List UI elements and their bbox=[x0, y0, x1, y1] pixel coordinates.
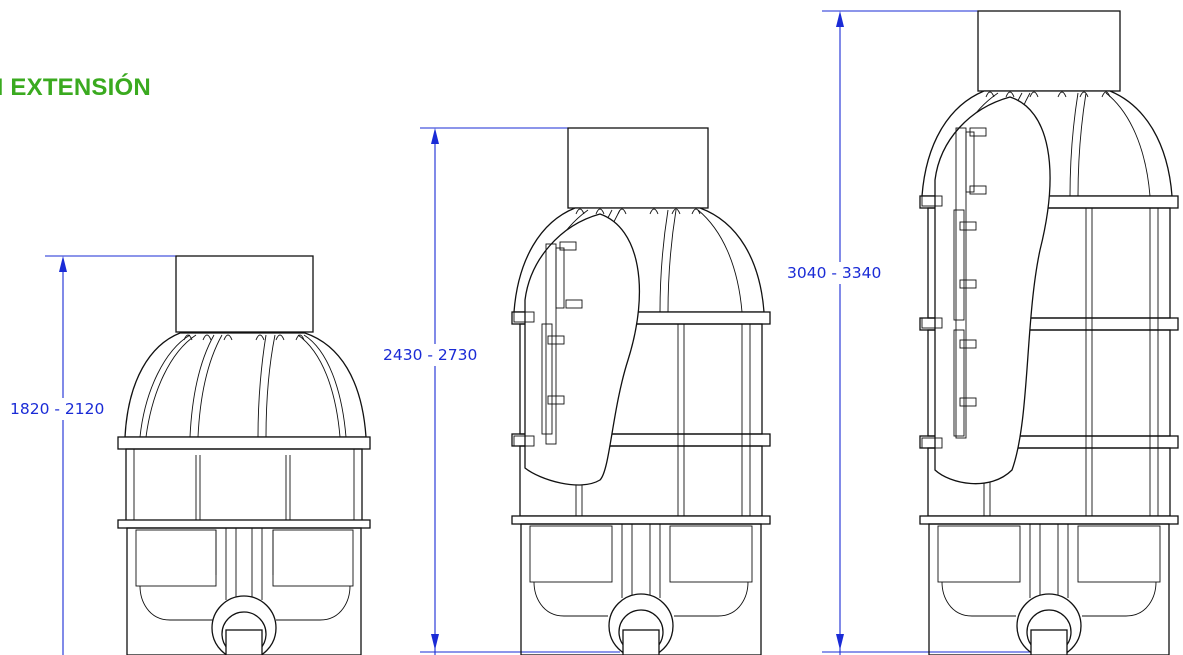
tank-large: 3040 - 3340 bbox=[784, 10, 1179, 655]
dimension-line-medium: 2430 - 2730 bbox=[380, 127, 620, 655]
dimension-line-large: 3040 - 3340 bbox=[784, 10, 1030, 655]
dimension-label-medium: 2430 - 2730 bbox=[383, 346, 477, 364]
dimension-line-small: 1820 - 2120 bbox=[8, 255, 176, 655]
dimension-label-large: 3040 - 3340 bbox=[787, 264, 881, 282]
dimension-label-small: 1820 - 2120 bbox=[10, 400, 104, 418]
section-title: N EXTENSIÓN bbox=[0, 74, 151, 101]
tank-small: 1820 - 2120 bbox=[8, 255, 371, 655]
tank-medium: 2430 - 2730 bbox=[380, 127, 771, 655]
